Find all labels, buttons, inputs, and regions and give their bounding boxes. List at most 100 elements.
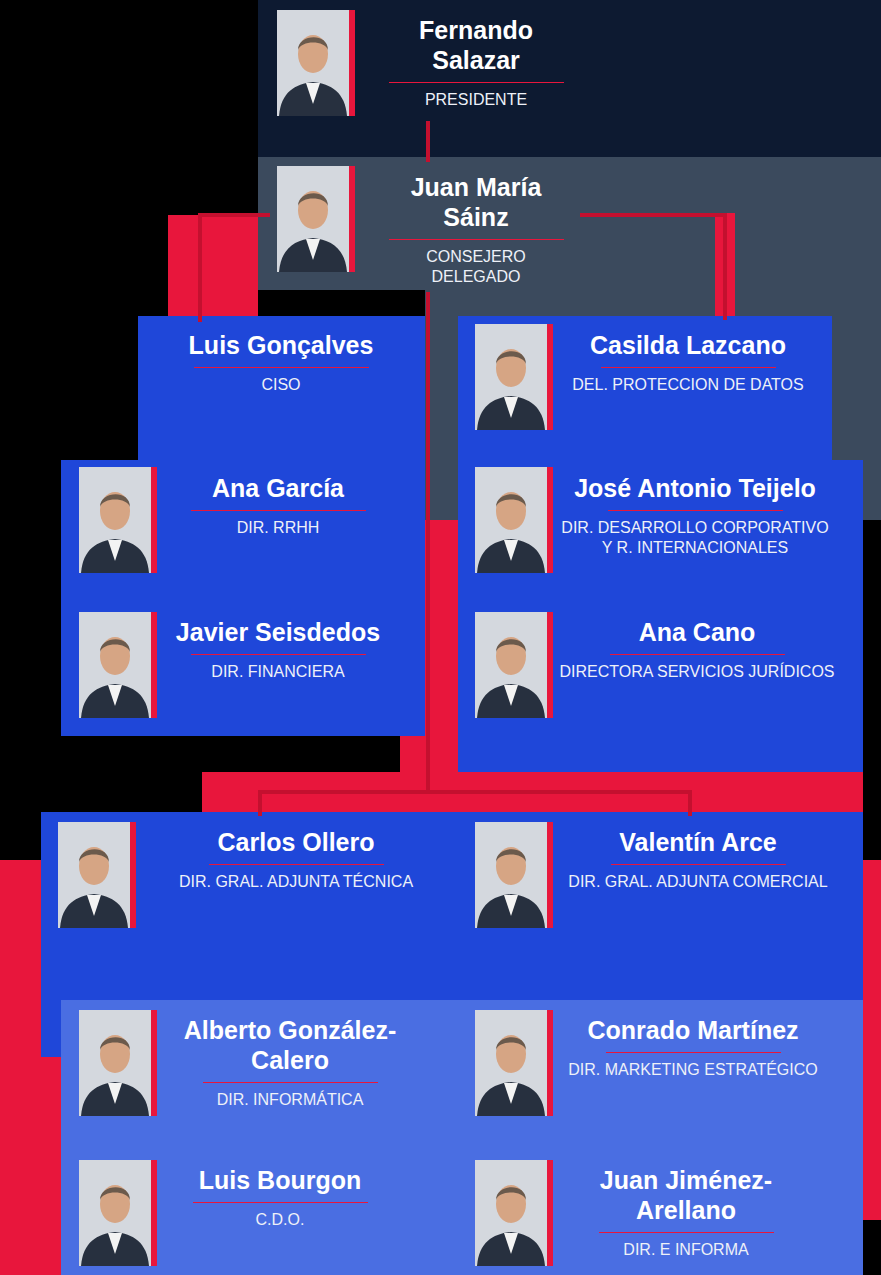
portrait-hair	[298, 37, 328, 50]
red-connector-band	[168, 215, 258, 316]
text-column: Ana CanoDIRECTORA SERVICIOS JURÍDICOS	[558, 617, 836, 682]
portrait-shirt	[504, 1083, 518, 1104]
portrait-photo	[475, 612, 553, 718]
person-name: Javier Seisdedos	[163, 617, 393, 647]
portrait-shirt	[108, 1083, 122, 1104]
person-card: Fernando SalazarPRESIDENTE	[270, 5, 580, 121]
portrait-suit	[81, 539, 149, 573]
portrait-ground	[79, 467, 151, 573]
person-name: Alberto González-Calero	[159, 1015, 421, 1075]
person-card: Ana GarcíaDIR. RRHH	[70, 463, 420, 578]
portrait-photo	[277, 166, 355, 272]
portrait-shirt	[306, 239, 320, 260]
portrait-ground	[58, 822, 130, 928]
job-title: DIR. DESARROLLO CORPORATIVO Y R. INTERNA…	[558, 518, 833, 558]
job-title: DIR. MARKETING ESTRATÉGICO	[554, 1060, 832, 1080]
portrait-photo	[475, 1010, 553, 1116]
portrait-suit	[477, 1082, 545, 1116]
portrait-red-edge	[547, 822, 553, 928]
portrait-drawing	[475, 822, 553, 928]
text-column: José Antonio TeijeloDIR. DESARROLLO CORP…	[558, 473, 833, 558]
portrait-face	[496, 1185, 526, 1223]
portrait-photo	[79, 467, 157, 573]
person-name: Juan Jiménez-Arellano	[554, 1165, 818, 1225]
text-column: Luis BourgonC.D.O.	[160, 1165, 400, 1230]
portrait-shirt	[306, 83, 320, 104]
red-separator	[203, 1082, 378, 1083]
portrait-drawing	[79, 467, 157, 573]
job-title: DIR. FINANCIERA	[163, 662, 393, 682]
portrait-shirt	[108, 540, 122, 561]
portrait-ground	[277, 10, 349, 116]
person-name: Fernando Salazar	[381, 15, 571, 75]
portrait-ground	[475, 324, 547, 430]
red-separator	[601, 367, 776, 368]
red-separator	[599, 1232, 774, 1233]
portrait-ground	[475, 612, 547, 718]
portrait-ground	[79, 612, 151, 718]
portrait-face	[100, 492, 130, 530]
portrait-hair	[79, 849, 109, 862]
job-title: DIR. GRAL. ADJUNTA TÉCNICA	[146, 872, 446, 892]
portrait-suit	[60, 894, 128, 928]
red-separator	[193, 1202, 368, 1203]
portrait-suit	[477, 1232, 545, 1266]
portrait-face	[496, 1035, 526, 1073]
portrait-hair	[496, 351, 526, 364]
portrait-shirt	[504, 397, 518, 418]
text-column: Luis GonçalvesCISO	[166, 330, 396, 395]
text-column: Casilda LazcanoDEL. PROTECCION DE DATOS	[563, 330, 813, 395]
portrait-suit	[279, 238, 347, 272]
text-column: Valentín ArceDIR. GRAL. ADJUNTA COMERCIA…	[555, 827, 841, 892]
portrait-photo	[475, 1160, 553, 1266]
job-title: DIR. E INFORMA	[554, 1240, 818, 1260]
blue-panel	[458, 460, 863, 772]
red-separator	[389, 82, 564, 83]
portrait-face	[298, 35, 328, 73]
portrait-suit	[477, 894, 545, 928]
portrait-photo	[58, 822, 136, 928]
portrait-hair	[496, 639, 526, 652]
portrait-suit	[81, 1082, 149, 1116]
person-card: Luis BourgonC.D.O.	[70, 1155, 455, 1271]
portrait-shirt	[504, 540, 518, 561]
portrait-ground	[475, 1010, 547, 1116]
text-column: Conrado MartínezDIR. MARKETING ESTRATÉGI…	[554, 1015, 832, 1080]
red-separator	[191, 654, 366, 655]
text-column: Juan Jiménez-ArellanoDIR. E INFORMA	[554, 1165, 818, 1260]
portrait-red-edge	[547, 1160, 553, 1266]
person-card: Juan María SáinzCONSEJERO DELEGADO	[270, 162, 580, 292]
person-name: Casilda Lazcano	[563, 330, 813, 360]
portrait-face	[100, 1035, 130, 1073]
person-card: Carlos OlleroDIR. GRAL. ADJUNTA TÉCNICA	[50, 816, 455, 933]
portrait-shirt	[504, 685, 518, 706]
portrait-shirt	[504, 895, 518, 916]
light-blue-band	[61, 1000, 863, 1275]
portrait-drawing	[475, 324, 553, 430]
portrait-drawing	[79, 1010, 157, 1116]
red-separator	[191, 510, 366, 511]
portrait-red-edge	[151, 612, 157, 718]
portrait-hair	[298, 193, 328, 206]
portrait-red-edge	[151, 467, 157, 573]
portrait-face	[496, 492, 526, 530]
portrait-face	[496, 349, 526, 387]
job-title: DIRECTORA SERVICIOS JURÍDICOS	[558, 662, 836, 682]
text-column: Carlos OlleroDIR. GRAL. ADJUNTA TÉCNICA	[146, 827, 446, 892]
job-title: CISO	[166, 375, 396, 395]
job-title: CONSEJERO DELEGADO	[381, 247, 571, 287]
portrait-red-edge	[349, 166, 355, 272]
portrait-red-edge	[151, 1160, 157, 1266]
portrait-drawing	[475, 467, 553, 573]
portrait-red-edge	[130, 822, 136, 928]
job-title: PRESIDENTE	[381, 90, 571, 110]
portrait-suit	[279, 82, 347, 116]
person-name: Carlos Ollero	[146, 827, 446, 857]
portrait-suit	[81, 684, 149, 718]
portrait-ground	[277, 166, 349, 272]
portrait-photo	[79, 612, 157, 718]
portrait-face	[298, 191, 328, 229]
portrait-red-edge	[547, 324, 553, 430]
